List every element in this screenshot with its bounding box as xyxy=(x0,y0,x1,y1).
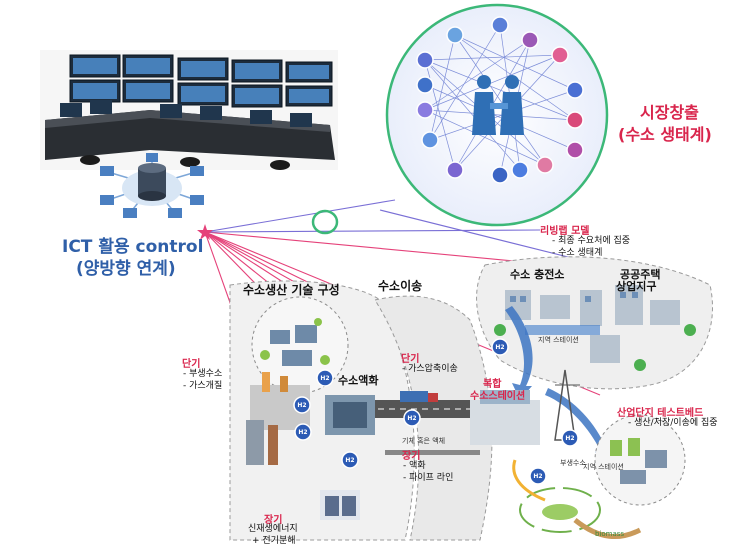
long-term-mid-item-1: - 액화 xyxy=(403,461,426,471)
living-lab-item-1: - 최종 수요처에 집중 xyxy=(552,236,631,246)
short-term-mid-item-1: - 가스압축이송 xyxy=(402,364,458,374)
long-term-left-title: 장기 xyxy=(264,515,283,526)
market-network-circle xyxy=(385,3,609,227)
ict-title-line2: (양방향 연계) xyxy=(76,259,176,279)
local-station-bottom-label: 지역 스테이션 xyxy=(583,463,624,471)
h2-badge-1: H2 xyxy=(320,375,329,382)
local-station-circle xyxy=(594,414,686,506)
factory-illustration xyxy=(246,372,375,465)
liquefaction-label: 수소액화 xyxy=(338,374,379,387)
gas-liquid-label: 기체 혹은 액체 xyxy=(402,437,446,445)
long-term-mid-item-2: - 파이프 라인 xyxy=(403,473,454,483)
production-heading: 수소생산 기술 구성 xyxy=(243,283,340,297)
local-station-top-label: 지역 스테이션 xyxy=(538,336,579,344)
solar-panel-illustration xyxy=(320,490,360,520)
h2-badge-4: H2 xyxy=(298,429,307,436)
industrial-testbed-item-1: - 생산/저장/이송에 집중 xyxy=(628,418,718,428)
living-lab-title: 리빙랩 모델 xyxy=(540,226,590,237)
industrial-testbed-title: 산업단지 테스트베드 xyxy=(617,408,704,419)
production-circle xyxy=(251,296,349,394)
short-term-left-title: 단기 xyxy=(182,359,201,370)
market-title-line1: 시장창출 xyxy=(640,103,699,122)
h2-badge-6: H2 xyxy=(495,344,504,351)
h2-badge-5: H2 xyxy=(407,415,416,422)
short-term-mid-title: 단기 xyxy=(401,354,420,365)
market-title-line2: (수소 생태계) xyxy=(618,125,712,144)
public-housing-label: 공공주택 xyxy=(620,268,661,281)
complex-station-illustration xyxy=(470,369,580,445)
h2-badge-8: H2 xyxy=(533,473,542,480)
ict-link-star-icon xyxy=(197,224,213,240)
living-lab-item-2: - 수소 생태계 xyxy=(552,248,603,258)
short-term-left-item-1: - 부생수소 xyxy=(183,369,223,379)
long-term-left-item-1: 신재생에너지 xyxy=(248,524,298,534)
h2-badge-3: H2 xyxy=(345,457,354,464)
long-term-left-item-2: + 전기분해 xyxy=(252,536,296,546)
h2-badges xyxy=(293,338,579,485)
complex-station-label-2: 수소스테이션 xyxy=(470,391,526,402)
ict-title-line1: ICT 활용 control xyxy=(62,237,204,257)
short-term-left-item-2: - 가스개질 xyxy=(183,381,223,391)
zoom-lens-icon xyxy=(311,209,339,235)
h2-badge-2: H2 xyxy=(297,402,306,409)
transport-heading: 수소이송 xyxy=(378,279,423,293)
h2-badge-7: H2 xyxy=(565,435,574,442)
complex-station-label-1: 복합 xyxy=(483,379,502,390)
long-term-mid-title: 장기 xyxy=(402,451,421,462)
commercial-district-label: 상업지구 xyxy=(616,280,657,293)
control-room-illustration xyxy=(40,50,338,170)
biomass-cycle-illustration xyxy=(512,459,642,540)
charging-station-label: 수소 충전소 xyxy=(510,268,565,281)
byproduct-label: 부생수소 xyxy=(560,459,586,467)
database-hub-icon xyxy=(100,153,204,218)
biomass-label: biomass xyxy=(595,530,625,538)
